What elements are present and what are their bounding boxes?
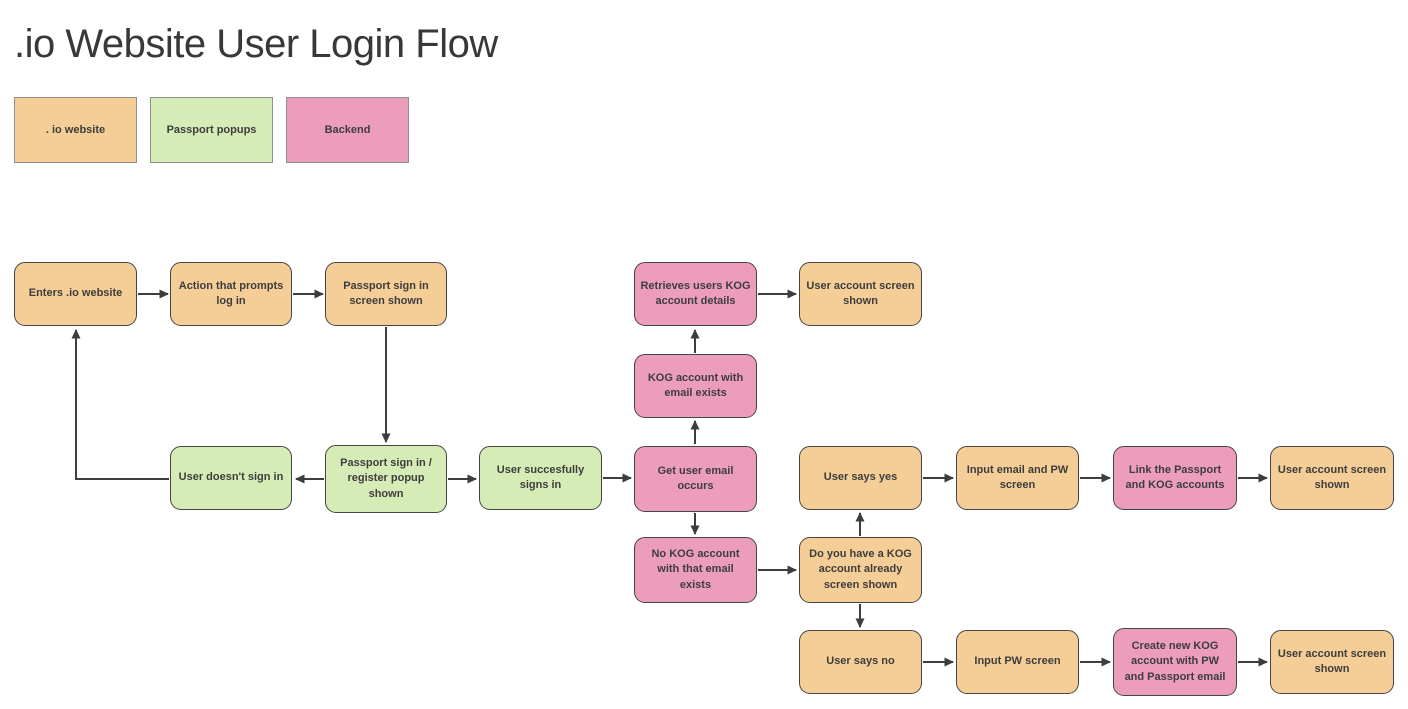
legend-io-website: . io website <box>14 97 137 163</box>
flow-node-user-doesnt-signin: User doesn't sign in <box>170 446 292 510</box>
flow-node-action-prompts-login: Action that prompts log in <box>170 262 292 326</box>
flow-edge-user-doesnt-signin-to-enters-io-website <box>71 329 169 480</box>
flow-node-enters-io-website: Enters .io website <box>14 262 137 326</box>
flow-node-kog-already-screen: Do you have a KOG account already screen… <box>799 537 922 603</box>
legend-backend: Backend <box>286 97 409 163</box>
flow-node-user-signs-in: User succesfully signs in <box>479 446 602 510</box>
flow-node-user-account-screen-3: User account screen shown <box>1270 630 1394 694</box>
flow-node-passport-popup-shown: Passport sign in / register popup shown <box>325 445 447 513</box>
flow-node-user-says-no: User says no <box>799 630 922 694</box>
flow-node-passport-signin-screen: Passport sign in screen shown <box>325 262 447 326</box>
flow-node-user-account-screen-2: User account screen shown <box>1270 446 1394 510</box>
flow-node-user-account-screen-1: User account screen shown <box>799 262 922 326</box>
flow-node-user-says-yes: User says yes <box>799 446 922 510</box>
flow-node-retrieves-kog-details: Retrieves users KOG account details <box>634 262 757 326</box>
flow-node-input-pw-screen: Input PW screen <box>956 630 1079 694</box>
flow-node-link-accounts: Link the Passport and KOG accounts <box>1113 446 1237 510</box>
flow-node-create-kog-account: Create new KOG account with PW and Passp… <box>1113 628 1237 696</box>
legend-passport-popups: Passport popups <box>150 97 273 163</box>
flow-node-kog-account-exists: KOG account with email exists <box>634 354 757 418</box>
flow-node-get-user-email: Get user email occurs <box>634 446 757 512</box>
flow-node-no-kog-account: No KOG account with that email exists <box>634 537 757 603</box>
page-title: .io Website User Login Flow <box>14 22 498 66</box>
flow-node-input-email-pw: Input email and PW screen <box>956 446 1079 510</box>
